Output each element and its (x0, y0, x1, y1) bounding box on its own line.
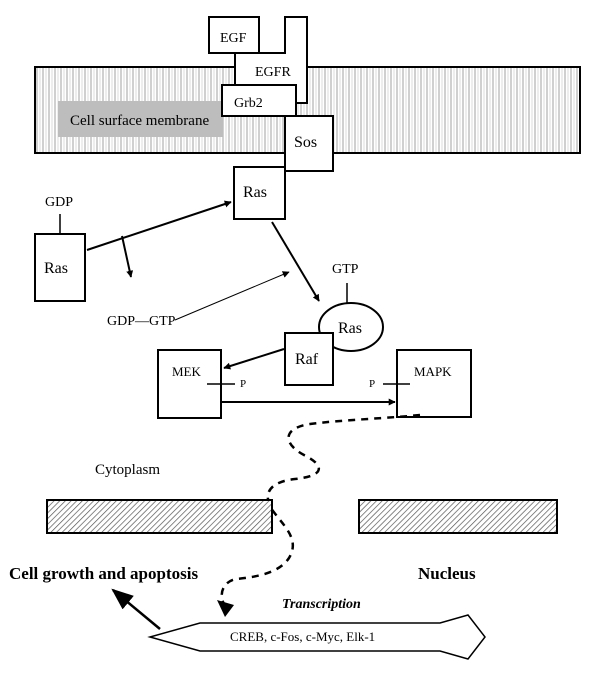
ras-active-label: Ras (243, 184, 267, 201)
raf-label: Raf (295, 351, 319, 368)
ras-gdp: GDP Ras (34, 195, 86, 302)
nucleus-label: Nucleus (418, 564, 476, 583)
exchange-arrows: GDP—GTP (86, 200, 320, 329)
raf-to-mek-arrow (223, 348, 285, 370)
ras-active-box (233, 166, 286, 220)
mek-p-label: P (240, 378, 246, 390)
translocation-arrowhead (217, 600, 234, 617)
membrane-label-box (58, 101, 223, 137)
cell-growth-label: Cell growth and apoptosis (9, 564, 198, 583)
mapk-label: MAPK (414, 364, 452, 379)
mek-label: MEK (172, 364, 202, 379)
to-cell-growth-arrow (111, 588, 161, 630)
transcription-factors-shape (147, 614, 486, 660)
nuclear-membrane-left (46, 499, 273, 534)
ras-gtp-ellipse (318, 302, 384, 352)
ras-gtp: GTP Ras Raf (223, 262, 384, 386)
gtp-exchange-arrow (174, 271, 290, 321)
gtp-label: GTP (332, 262, 359, 277)
sos-label: Sos (294, 134, 317, 151)
mek-mapk: MEK P MAPK P (157, 349, 472, 419)
grb2-box (221, 84, 297, 117)
membrane-label: Cell surface membrane (70, 113, 209, 129)
gdp-release-arrow (121, 235, 134, 278)
nuclear-membrane-right (358, 499, 558, 534)
receptor-complex: EGF EGFR Grb2 Sos Ras (208, 16, 334, 220)
ras-gdp-label: Ras (44, 260, 68, 277)
sos-box (284, 115, 334, 172)
grb2-label: Grb2 (234, 96, 263, 111)
ras-gdp-box (34, 233, 86, 302)
mapk-p-label: P (369, 378, 375, 390)
gdp-label: GDP (45, 195, 73, 210)
gdp-gtp-label: GDP—GTP (107, 314, 176, 329)
egf-box (208, 16, 260, 54)
egf-label: EGF (220, 31, 247, 46)
ras-gtp-label: Ras (338, 320, 362, 337)
ras-to-active-arrow (86, 200, 232, 251)
mapk-nuclear-translocation-path (220, 413, 421, 605)
raf-box (284, 332, 334, 386)
egfr-label: EGFR (255, 65, 291, 80)
cytoplasm-label: Cytoplasm (95, 462, 160, 478)
transcription-factors-label: CREB, c-Fos, c-Myc, Elk-1 (230, 629, 375, 644)
active-ras-to-ras-gtp-arrow (271, 221, 320, 302)
transcription-label: Transcription (282, 597, 361, 612)
